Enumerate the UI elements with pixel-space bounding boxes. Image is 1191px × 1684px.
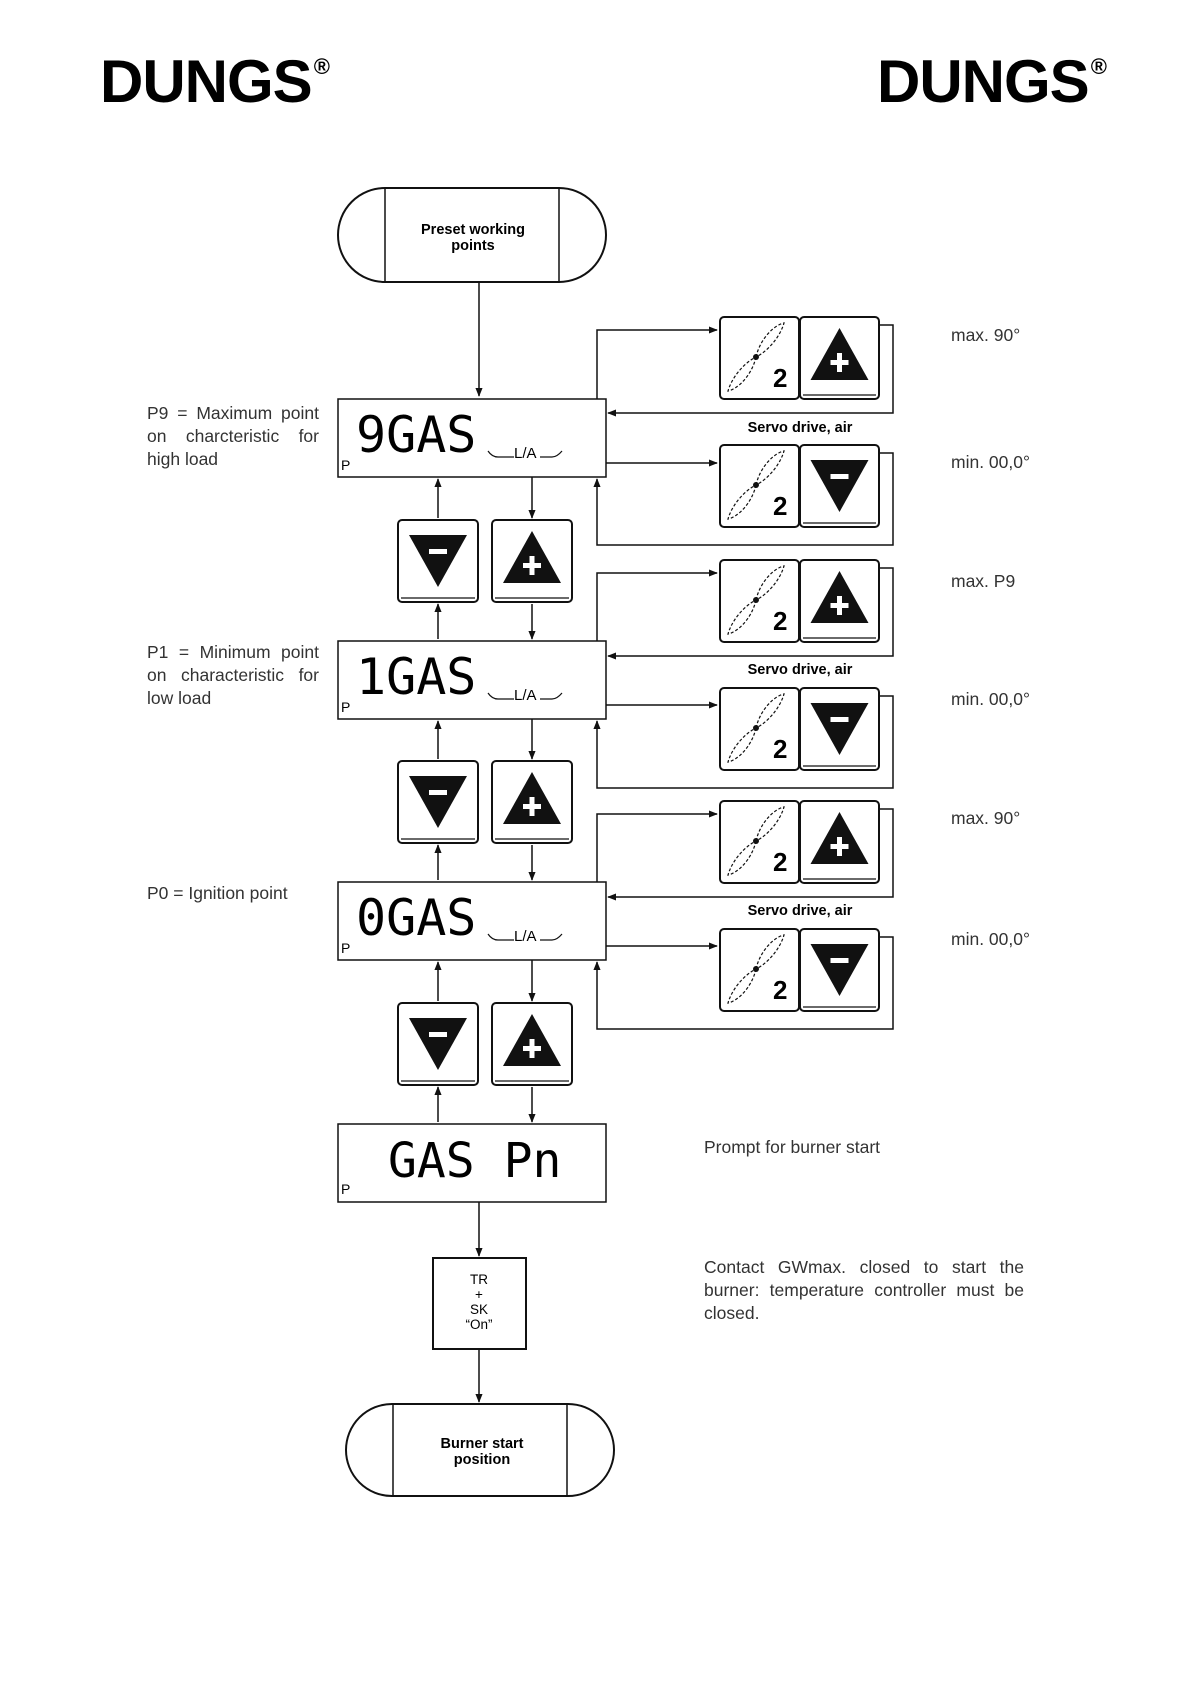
plus-key-icon	[810, 812, 869, 864]
switch-line-4: “On”	[466, 1317, 493, 1332]
arrow	[596, 326, 718, 399]
plus-key-1[interactable]	[491, 519, 573, 603]
display-p9-text: 9GAS	[356, 406, 476, 464]
servo-minus-key-1[interactable]	[799, 444, 880, 528]
servo-fan-key-up-3[interactable]: 2	[719, 800, 800, 884]
fan-icon	[727, 806, 785, 876]
display-p1-unit: L/A	[514, 687, 537, 704]
label-p0: P0 = Ignition point	[147, 883, 288, 903]
arrow	[607, 324, 894, 417]
servo-drive-label-3: Servo drive, air	[748, 903, 853, 919]
fan-icon	[727, 693, 785, 763]
minus-key-icon	[810, 460, 869, 512]
servo-minus-key-3[interactable]	[799, 928, 880, 1012]
fan-icon	[727, 450, 785, 520]
arrow	[607, 808, 894, 901]
servo-fan-key-up-2[interactable]: 2	[719, 559, 800, 643]
arrow	[593, 695, 894, 789]
switch-box: TR + SK “On”	[432, 1257, 527, 1350]
start-terminator: Preset working points	[337, 187, 607, 283]
logo-right: DUNGS®	[877, 48, 1107, 115]
display-p1: 1GAS L/A P	[337, 640, 607, 720]
display-pn-text: GAS Pn	[388, 1133, 561, 1189]
note-contact: Contact GWmax. closed to start the burne…	[704, 1257, 1024, 1323]
servo-number: 2	[773, 847, 787, 877]
display-p0: 0GAS L/A P	[337, 881, 607, 961]
limit-max-2: max. P9	[951, 571, 1016, 591]
limit-min-1: min. 00,0°	[951, 452, 1030, 472]
switch-line-2: +	[475, 1287, 483, 1302]
fan-icon	[727, 322, 785, 392]
arrow	[593, 936, 894, 1030]
plus-key-icon	[810, 571, 869, 623]
display-pn-corner: P	[341, 1181, 350, 1197]
servo-fan-key-down-1[interactable]: 2	[719, 444, 800, 528]
display-p0-corner: P	[341, 940, 350, 956]
plus-key-icon	[503, 1014, 561, 1066]
switch-line-3: SK	[470, 1302, 488, 1317]
servo-number: 2	[773, 734, 787, 764]
switch-line-1: TR	[470, 1272, 488, 1287]
label-p1: P1 = Minimum point on characteristic for…	[147, 642, 319, 708]
minus-key-1[interactable]	[397, 519, 479, 603]
plus-key-icon	[810, 328, 869, 380]
display-p9-unit: L/A	[514, 445, 537, 462]
plus-key-icon	[503, 531, 561, 583]
minus-key-icon	[409, 1018, 467, 1070]
servo-drive-label-1: Servo drive, air	[748, 420, 853, 436]
arrow	[607, 567, 894, 660]
servo-plus-key-3[interactable]	[799, 800, 880, 884]
display-p1-corner: P	[341, 699, 350, 715]
limit-max-3: max. 90°	[951, 808, 1021, 828]
servo-minus-key-2[interactable]	[799, 687, 880, 771]
limit-min-2: min. 00,0°	[951, 689, 1030, 709]
minus-key-2[interactable]	[397, 760, 479, 844]
end-label-1: Burner start	[441, 1436, 524, 1452]
plus-key-icon	[503, 772, 561, 824]
minus-key-3[interactable]	[397, 1002, 479, 1086]
arrow	[596, 810, 718, 882]
display-p9-corner: P	[341, 457, 350, 473]
servo-fan-key-up-1[interactable]: 2	[719, 316, 800, 400]
start-label-2: points	[451, 238, 495, 254]
servo-number: 2	[773, 606, 787, 636]
display-pn: GAS Pn P	[337, 1123, 607, 1203]
servo-fan-key-down-2[interactable]: 2	[719, 687, 800, 771]
label-p9: P9 = Maximum point on charcteristic for …	[147, 403, 319, 469]
display-p0-unit: L/A	[514, 928, 537, 945]
servo-drive-label-2: Servo drive, air	[748, 662, 853, 678]
arrow	[596, 569, 718, 641]
fan-icon	[727, 565, 785, 635]
minus-key-icon	[409, 535, 467, 587]
plus-key-2[interactable]	[491, 760, 573, 844]
minus-key-icon	[409, 776, 467, 828]
minus-key-icon	[810, 703, 869, 755]
limit-max-1: max. 90°	[951, 325, 1021, 345]
servo-number: 2	[773, 363, 787, 393]
note-prompt: Prompt for burner start	[704, 1137, 881, 1157]
servo-plus-key-2[interactable]	[799, 559, 880, 643]
display-p9: 9GAS L/A P	[337, 398, 607, 478]
limit-min-3: min. 00,0°	[951, 929, 1030, 949]
display-p0-text: 0GAS	[356, 889, 476, 947]
logo-left: DUNGS®	[100, 48, 330, 115]
fan-icon	[727, 934, 785, 1004]
end-terminator: Burner start position	[345, 1403, 615, 1497]
servo-fan-key-down-3[interactable]: 2	[719, 928, 800, 1012]
servo-number: 2	[773, 975, 787, 1005]
servo-plus-key-1[interactable]	[799, 316, 880, 400]
start-label-1: Preset working	[421, 222, 525, 238]
plus-key-3[interactable]	[491, 1002, 573, 1086]
servo-number: 2	[773, 491, 787, 521]
display-p1-text: 1GAS	[356, 648, 476, 706]
minus-key-icon	[810, 944, 869, 996]
arrow	[593, 452, 894, 546]
end-label-2: position	[454, 1452, 510, 1468]
